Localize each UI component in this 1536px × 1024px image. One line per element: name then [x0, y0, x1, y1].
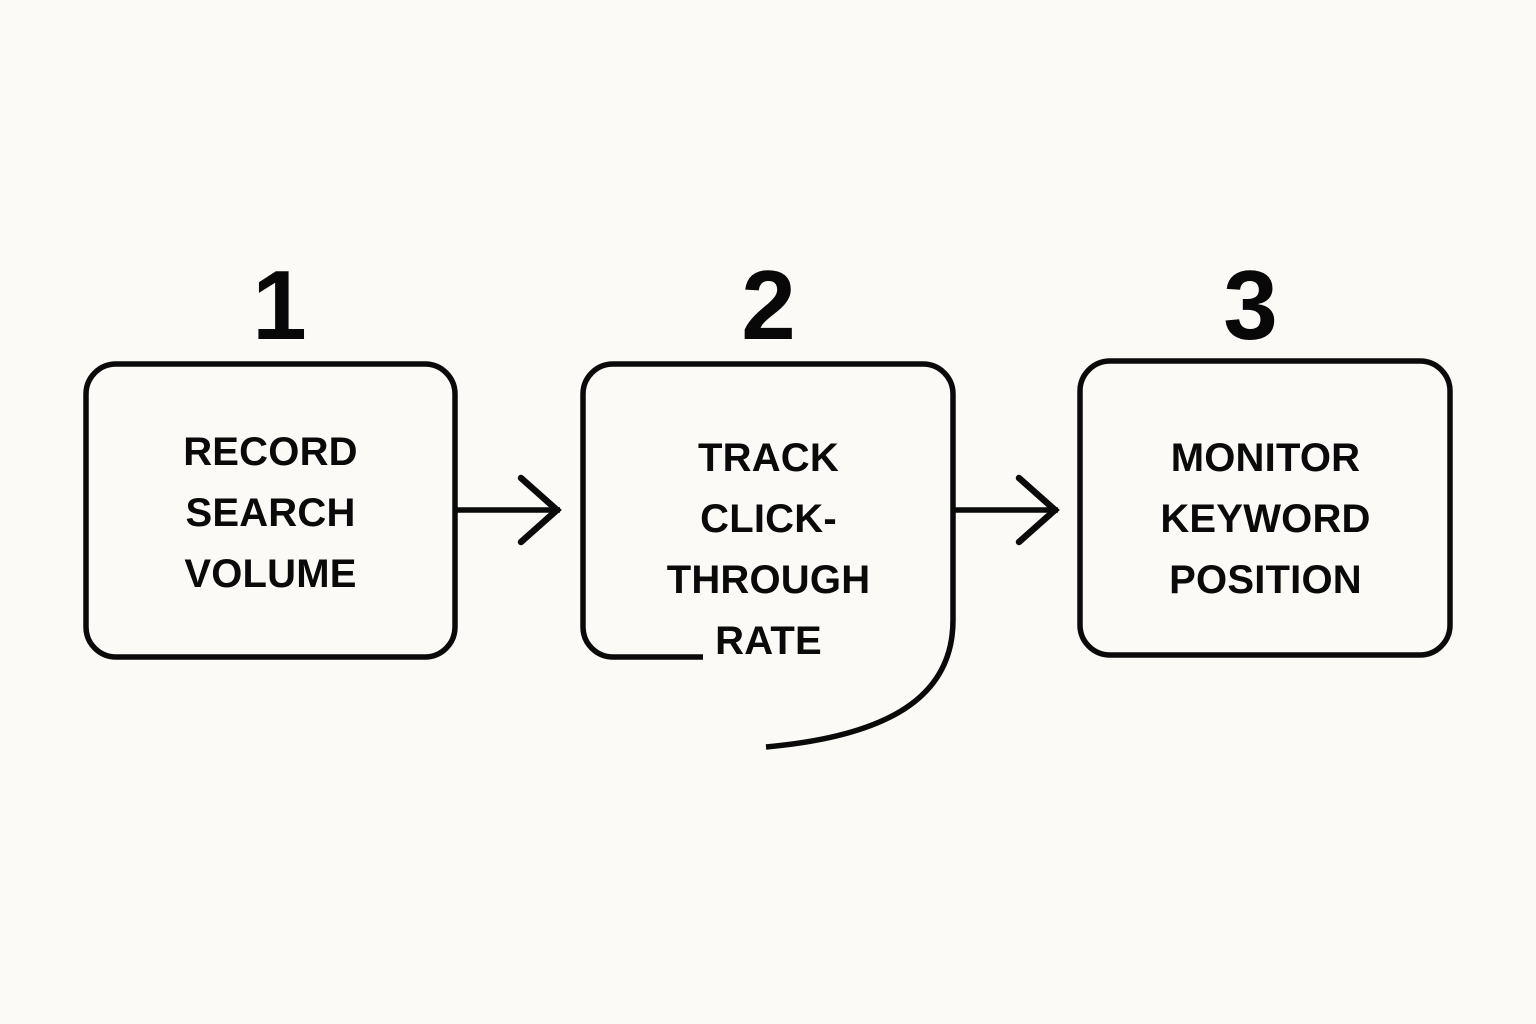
step-2-label: TRACK CLICK- THROUGH RATE	[666, 436, 871, 663]
step-1-number: 1	[252, 250, 307, 360]
step-2-number: 2	[741, 250, 796, 360]
step-2-box[interactable]	[613, 361, 956, 750]
connector-arrow-1-to-2	[455, 474, 562, 546]
step-3-label: MONITOR KEYWORD POSITION	[1160, 436, 1371, 602]
step-3-number: 3	[1223, 250, 1278, 360]
connector-arrow-2-to-3	[953, 474, 1060, 546]
step-3-box[interactable]	[1077, 358, 1453, 658]
step-1-label: RECORD SEARCH VOLUME	[183, 430, 358, 596]
step-2-box-left-segment	[580, 361, 703, 660]
